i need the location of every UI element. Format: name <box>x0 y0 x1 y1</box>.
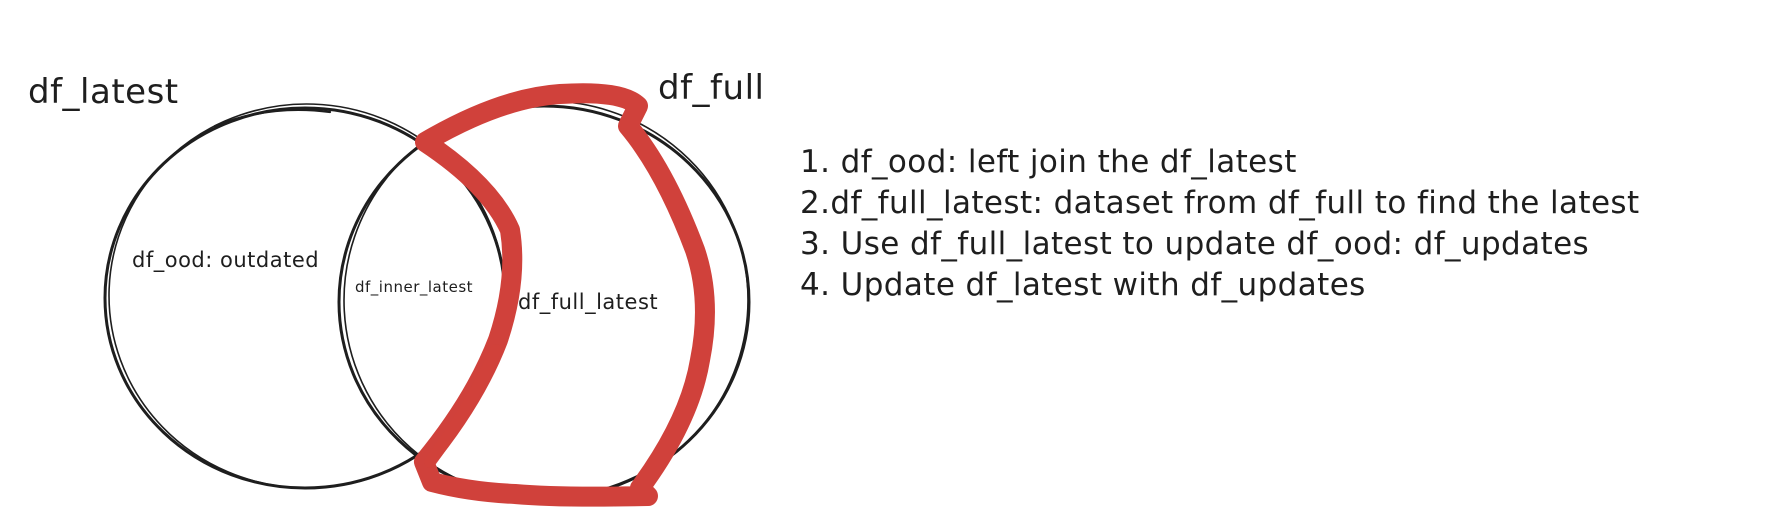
left-set-title: df_latest <box>28 72 179 112</box>
step-item: 3. Use df_full_latest to update df_ood: … <box>800 226 1590 262</box>
region-right-only-label: df_full_latest <box>518 290 659 314</box>
region-intersection-label: df_inner_latest <box>355 278 474 296</box>
step-item: 4. Update df_latest with df_updates <box>800 267 1366 303</box>
region-left-only-label: df_ood: outdated <box>132 248 320 272</box>
right-set-title: df_full <box>658 68 765 108</box>
step-item: 1. df_ood: left join the df_latest <box>800 144 1297 180</box>
highlight-crescent <box>414 83 715 507</box>
steps-list: 1. df_ood: left join the df_latest 2.df_… <box>800 142 1640 306</box>
step-item: 2.df_full_latest: dataset from df_full t… <box>800 185 1640 221</box>
highlight-stroke-accent <box>424 344 502 468</box>
